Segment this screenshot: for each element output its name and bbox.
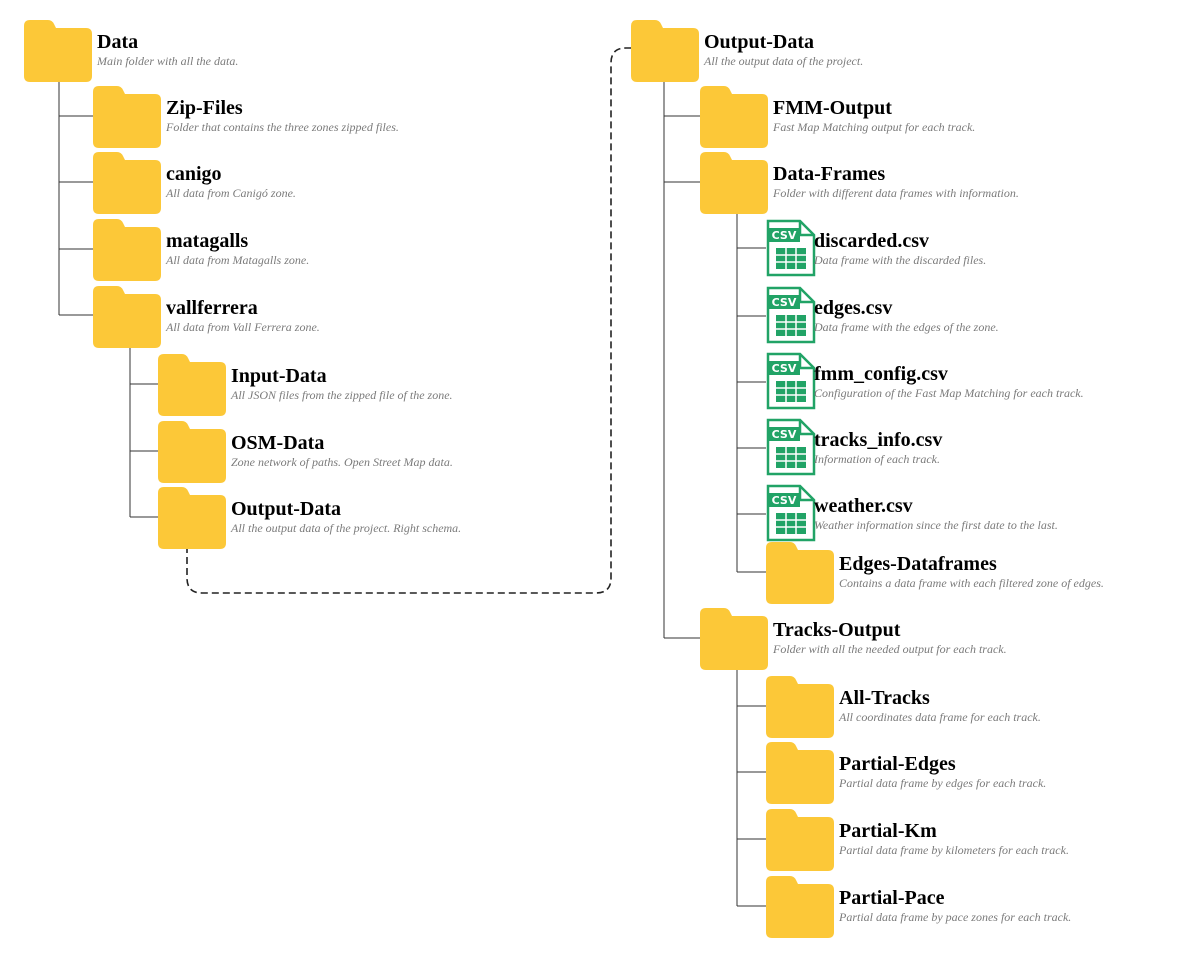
folder-icon: [158, 485, 226, 549]
node-description: All JSON files from the zipped file of t…: [231, 388, 453, 402]
folder-icon: [24, 18, 92, 82]
folder-icon: [158, 352, 226, 416]
node-description: Main folder with all the data.: [97, 54, 239, 68]
node-description: Zone network of paths. Open Street Map d…: [231, 455, 453, 469]
node-title: Output-Data: [704, 31, 815, 53]
node-title: Data-Frames: [773, 163, 886, 185]
node-description: Information of each track.: [814, 452, 940, 466]
folder-icon: [700, 606, 768, 670]
node-description: All the output data of the project.: [704, 54, 864, 68]
folder-icon: [93, 150, 161, 214]
node-title: tracks_info.csv: [814, 429, 943, 451]
node-title: Partial-Pace: [839, 887, 945, 909]
node-title: Zip-Files: [166, 97, 243, 119]
node-title: discarded.csv: [814, 230, 929, 252]
csv-file-icon: CSV: [766, 352, 816, 410]
csv-file-icon: CSV: [766, 219, 816, 277]
csv-file-icon: CSV: [766, 418, 816, 476]
node-description: All data from Matagalls zone.: [166, 253, 310, 267]
node-description: All coordinates data frame for each trac…: [839, 710, 1041, 724]
node-title: Tracks-Output: [773, 619, 901, 641]
csv-badge-text: CSV: [772, 229, 797, 242]
node-title: edges.csv: [814, 297, 893, 319]
csv-badge-text: CSV: [772, 296, 797, 309]
node-title: matagalls: [166, 230, 249, 252]
folder-icon: [93, 217, 161, 281]
node-title: fmm_config.csv: [814, 363, 948, 385]
folder-icon: [93, 284, 161, 348]
node-description: All the output data of the project. Righ…: [231, 521, 462, 535]
folder-icon: [700, 84, 768, 148]
node-title: Partial-Edges: [839, 753, 956, 775]
node-title: OSM-Data: [231, 432, 325, 454]
node-description: Folder with different data frames with i…: [773, 186, 1019, 200]
folder-icon: [158, 419, 226, 483]
folder-icon: [631, 18, 699, 82]
node-description: Contains a data frame with each filtered…: [839, 576, 1104, 590]
node-title: All-Tracks: [839, 687, 930, 709]
node-title: canigo: [166, 163, 222, 185]
node-description: All data from Canigó zone.: [166, 186, 296, 200]
node-description: All data from Vall Ferrera zone.: [166, 320, 320, 334]
node-title: Data: [97, 31, 139, 53]
csv-badge-text: CSV: [772, 494, 797, 507]
node-description: Partial data frame by pace zones for eac…: [839, 910, 1072, 924]
csv-file-icon: CSV: [766, 484, 816, 542]
node-title: Partial-Km: [839, 820, 937, 842]
csv-badge-text: CSV: [772, 362, 797, 375]
node-description: Folder with all the needed output for ea…: [773, 642, 1007, 656]
node-description: Partial data frame by edges for each tra…: [839, 776, 1047, 790]
node-title: weather.csv: [814, 495, 913, 517]
node-title: Edges-Dataframes: [839, 553, 997, 575]
node-description: Folder that contains the three zones zip…: [166, 120, 399, 134]
dashed-link-output-data: [186, 47, 631, 594]
node-title: FMM-Output: [773, 97, 892, 119]
node-title: vallferrera: [166, 297, 258, 319]
folder-icon: [766, 874, 834, 938]
node-description: Configuration of the Fast Map Matching f…: [814, 386, 1084, 400]
node-description: Weather information since the first date…: [814, 518, 1058, 532]
csv-badge-text: CSV: [772, 428, 797, 441]
folder-icon: [93, 84, 161, 148]
node-description: Fast Map Matching output for each track.: [773, 120, 976, 134]
node-description: Partial data frame by kilometers for eac…: [839, 843, 1069, 857]
folder-icon: [766, 740, 834, 804]
folder-icon: [766, 674, 834, 738]
folder-icon: [700, 150, 768, 214]
csv-file-icon: CSV: [766, 286, 816, 344]
node-description: Data frame with the edges of the zone.: [814, 320, 999, 334]
node-title: Input-Data: [231, 365, 327, 387]
node-title: Output-Data: [231, 498, 342, 520]
folder-icon: [766, 807, 834, 871]
folder-icon: [766, 540, 834, 604]
node-description: Data frame with the discarded files.: [814, 253, 987, 267]
